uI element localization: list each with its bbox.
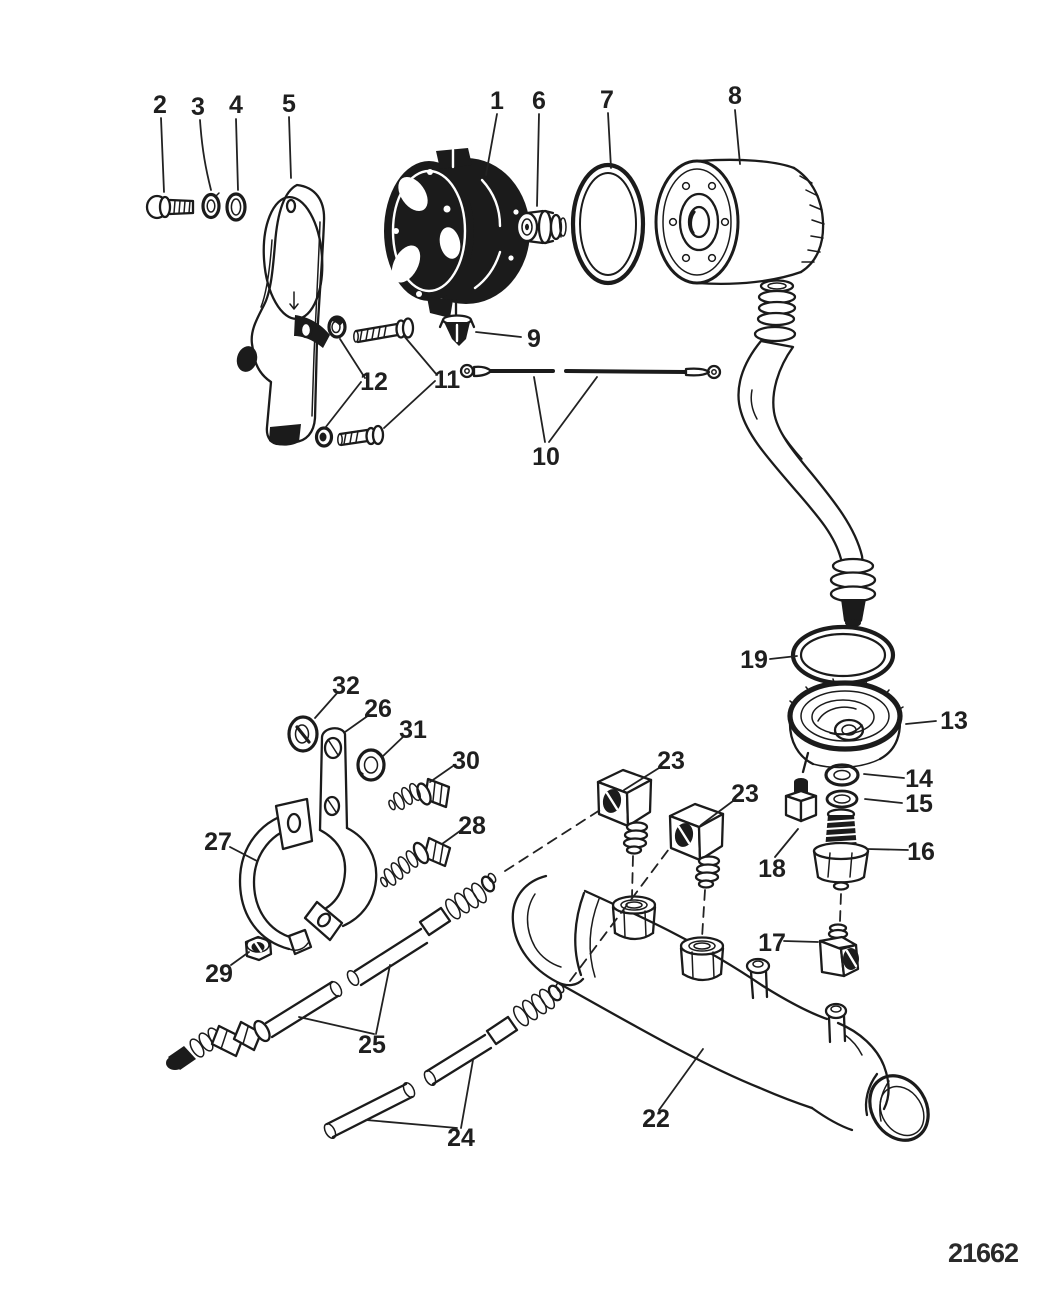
part-oil-filter-8 — [654, 158, 825, 286]
callout-16: 16 — [907, 838, 935, 866]
part-elbow-23-first — [596, 768, 653, 855]
callout-19: 19 — [740, 646, 768, 674]
part-oring-19 — [790, 624, 896, 686]
part-bolt-30 — [388, 777, 451, 811]
part-fitting-16 — [812, 808, 870, 891]
part-lock-washer-31 — [356, 748, 386, 782]
callout-23-second: 23 — [731, 780, 759, 808]
part-fitting-18 — [784, 778, 818, 823]
part-washers-12 — [314, 315, 347, 448]
part-bracket-5 — [236, 183, 330, 446]
callout-22: 22 — [642, 1105, 670, 1133]
part-clamp-27 — [238, 797, 314, 956]
callout-11: 11 — [434, 366, 461, 394]
callout-7: 7 — [600, 86, 614, 114]
callout-31: 31 — [399, 716, 427, 744]
callout-18: 18 — [758, 855, 786, 883]
part-lock-washer-3 — [201, 192, 221, 220]
callout-12: 12 — [360, 368, 388, 396]
callout-26: 26 — [364, 695, 392, 723]
callout-23-first: 23 — [657, 747, 685, 775]
callout-3: 3 — [191, 93, 205, 121]
alignment-dashed-lines — [504, 809, 842, 982]
callout-1: 1 — [490, 87, 504, 115]
part-oil-hose-upper — [737, 279, 877, 627]
callout-27: 27 — [204, 828, 232, 856]
part-strap-26 — [303, 727, 378, 942]
part-fitting-6 — [515, 209, 567, 245]
callout-10: 10 — [532, 443, 560, 471]
part-bolt-28 — [379, 836, 452, 888]
callout-8: 8 — [728, 82, 742, 110]
drawing-number: 21662 — [948, 1238, 1018, 1268]
part-bolt-2 — [145, 194, 195, 220]
callout-25: 25 — [358, 1031, 386, 1059]
callout-4: 4 — [229, 91, 243, 119]
part-oring-15 — [825, 789, 859, 809]
part-oring-14 — [824, 763, 860, 787]
part-hose-25 — [166, 872, 497, 1070]
leader-lines — [160, 109, 937, 1129]
part-hose-24 — [323, 982, 565, 1140]
part-fitting-9 — [438, 314, 476, 346]
callout-5: 5 — [282, 90, 296, 118]
callout-2: 2 — [153, 91, 167, 119]
callout-labels: 2 3 4 5 1 6 7 8 9 12 11 10 19 13 14 15 1… — [153, 82, 968, 1152]
callout-6: 6 — [532, 87, 546, 115]
part-nut-29 — [244, 935, 273, 962]
part-adapter-1 — [384, 148, 530, 318]
part-adapter-housing-13 — [787, 678, 904, 774]
callout-30: 30 — [452, 747, 480, 775]
part-oil-cooler-22 — [511, 874, 930, 1142]
part-flat-washer-4 — [225, 192, 247, 222]
part-rod-10 — [459, 363, 722, 380]
part-bolts-11 — [337, 317, 415, 447]
callout-29: 29 — [205, 960, 233, 988]
part-elbow-23-second — [668, 802, 725, 889]
callout-24: 24 — [447, 1124, 475, 1152]
callout-17: 17 — [758, 929, 786, 957]
part-elbow-17 — [818, 923, 860, 978]
callout-28: 28 — [458, 812, 486, 840]
callout-32: 32 — [332, 672, 360, 700]
part-gasket-7 — [570, 162, 646, 286]
callout-15: 15 — [905, 790, 933, 818]
callout-13: 13 — [940, 707, 968, 735]
part-washer-32 — [287, 715, 319, 753]
callout-9: 9 — [527, 325, 541, 353]
callout-14: 14 — [905, 765, 933, 793]
